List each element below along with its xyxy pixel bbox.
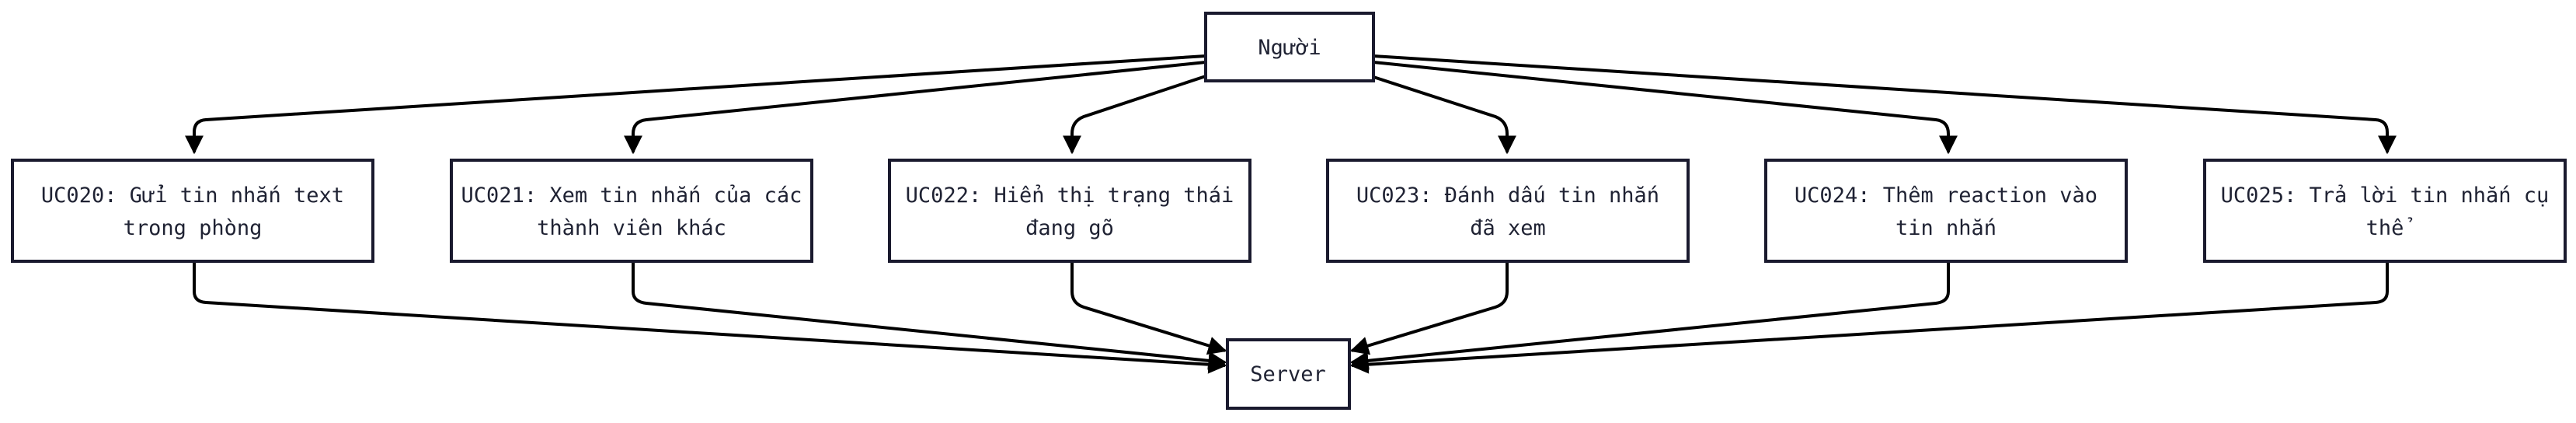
edge-uc024-server: [1349, 261, 1950, 370]
edge-uc023-server: [1349, 261, 1509, 355]
edge-nguoi-uc020: [185, 54, 1206, 155]
edge-uc025-server: [1349, 261, 2389, 374]
use-case-node-uc023: UC023: Đánh dấu tin nhắn đã xem: [1326, 159, 1690, 263]
use-case-box: [2203, 159, 2567, 263]
use-case-box: [450, 159, 813, 263]
use-case-label-line2: thành viên khác: [537, 216, 726, 240]
edge-uc021-server: [632, 261, 1227, 370]
use-case-label-line1: UC022: Hiển thị trạng thái: [906, 184, 1234, 208]
use-case-label-line2: tin nhắn: [1895, 216, 1996, 240]
edge-nguoi-uc025: [1373, 54, 2397, 155]
edge-nguoi-uc021: [624, 61, 1206, 155]
use-case-box: [11, 159, 374, 263]
use-case-label-line2: đang gõ: [1025, 216, 1114, 240]
edges-to-use-cases: [185, 54, 2397, 155]
edge-nguoi-uc022: [1063, 75, 1206, 155]
edge-uc020-server: [193, 261, 1227, 374]
actor-node-nguoi: Người: [1204, 12, 1375, 82]
use-case-label-line1: UC020: Gửi tin nhắn text: [41, 184, 344, 208]
actor-node-box: [1204, 12, 1375, 82]
use-case-label-line1: UC021: Xem tin nhắn của các: [461, 184, 802, 208]
edge-nguoi-uc023: [1370, 75, 1516, 155]
use-case-node-uc020: UC020: Gửi tin nhắn text trong phòng: [11, 159, 374, 263]
server-node: Server: [1226, 338, 1351, 410]
use-case-label-line1: UC025: Trả lời tin nhắn cụ: [2221, 184, 2550, 208]
use-case-label-line1: UC023: Đánh dấu tin nhắn: [1356, 184, 1659, 208]
use-case-label-line2: trong phòng: [124, 216, 263, 240]
server-node-label: Server: [1250, 362, 1326, 386]
edge-nguoi-uc024: [1373, 61, 1958, 155]
server-node-box: [1226, 338, 1351, 410]
edges-to-server: [193, 261, 2389, 374]
use-case-node-uc021: UC021: Xem tin nhắn của các thành viên k…: [450, 159, 813, 263]
use-case-label-line2: đã xem: [1470, 216, 1546, 240]
use-case-box: [1326, 159, 1690, 263]
use-case-box: [1764, 159, 2128, 263]
use-case-node-uc024: UC024: Thêm reaction vào tin nhắn: [1764, 159, 2128, 263]
use-case-node-uc025: UC025: Trả lời tin nhắn cụ thể: [2203, 159, 2567, 263]
edge-uc022-server: [1070, 261, 1227, 355]
use-case-node-uc022: UC022: Hiển thị trạng thái đang gõ: [888, 159, 1251, 263]
use-case-label-line1: UC024: Thêm reaction vào: [1794, 184, 2097, 208]
actor-node-label: Người: [1258, 36, 1321, 60]
use-case-box: [888, 159, 1251, 263]
